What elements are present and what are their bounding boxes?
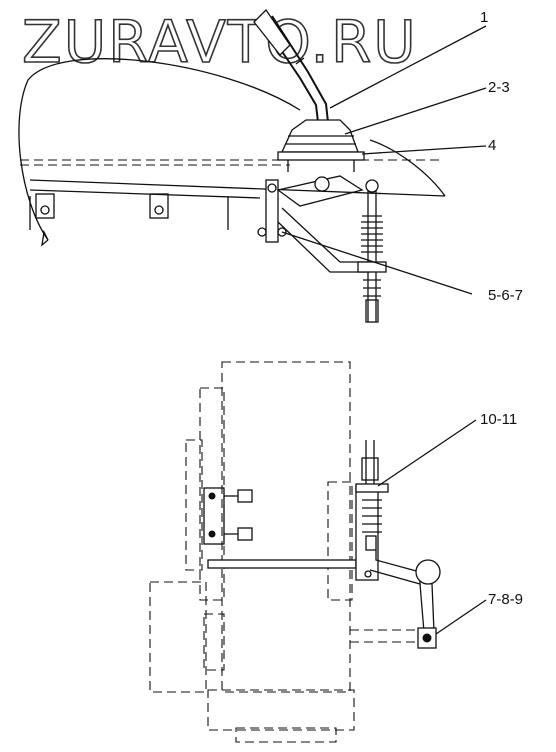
floor-bracket [149,193,169,219]
floor-bracket [35,193,55,219]
callout-label-10-11: 10-11 [480,411,517,428]
cross-member [207,559,357,569]
callout-label-7-8-9: 7-8-9 [488,591,523,608]
watermark-text: ZURAVTO.RU [22,8,418,76]
mount-plate [265,179,279,243]
callout-label-2-3: 2-3 [488,79,510,96]
selector-pivot [415,559,441,585]
callout-label-5-6-7: 5-6-7 [488,287,523,304]
transmission-housing [221,361,351,693]
callout-label-1: 1 [480,9,488,26]
cab-floor-outline [18,58,301,241]
side-view [18,8,446,323]
callout-label-4: 4 [488,137,496,154]
lever-knob [253,8,291,56]
top-view [149,361,441,743]
callout-leaders [281,25,487,635]
